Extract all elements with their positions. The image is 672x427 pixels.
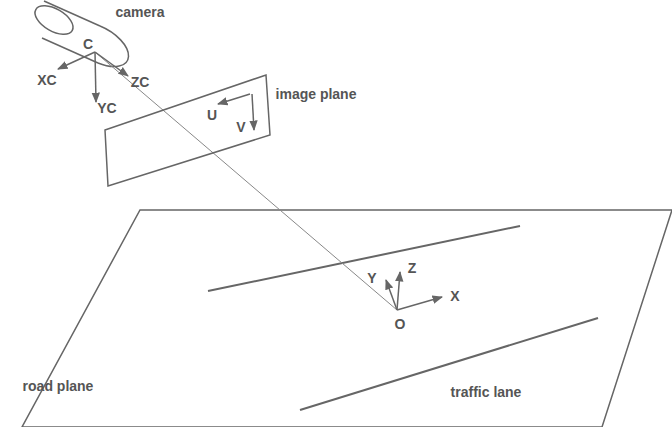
lane-line: [300, 318, 598, 410]
road-plane: [22, 210, 672, 427]
axis-label: YC: [97, 101, 116, 115]
sight-line: [95, 52, 397, 310]
caption-text: image plane: [276, 87, 357, 101]
axis-arrow: [95, 52, 128, 76]
image-plane: [105, 75, 270, 186]
axis-label: Z: [408, 261, 417, 275]
axis-label: XC: [37, 73, 56, 87]
axis-label: X: [450, 289, 459, 303]
axis-arrow: [252, 94, 254, 130]
axis-arrow: [95, 52, 96, 102]
axis-label: ZC: [131, 75, 150, 89]
axis-arrow: [386, 280, 397, 310]
axis-label: Y: [367, 271, 376, 285]
axis-arrow: [58, 52, 95, 69]
camera-body: [30, 0, 128, 67]
axis-arrow: [397, 297, 442, 310]
axis-label: V: [236, 120, 245, 134]
caption-text: road plane: [23, 379, 94, 393]
axis-arrow: [397, 272, 400, 310]
point-label: C: [83, 37, 93, 51]
axis-arrow: [218, 94, 250, 104]
caption-text: traffic lane: [451, 385, 522, 399]
axis-label: U: [207, 108, 217, 122]
caption-text: camera: [115, 5, 164, 19]
point-label: O: [395, 317, 406, 331]
